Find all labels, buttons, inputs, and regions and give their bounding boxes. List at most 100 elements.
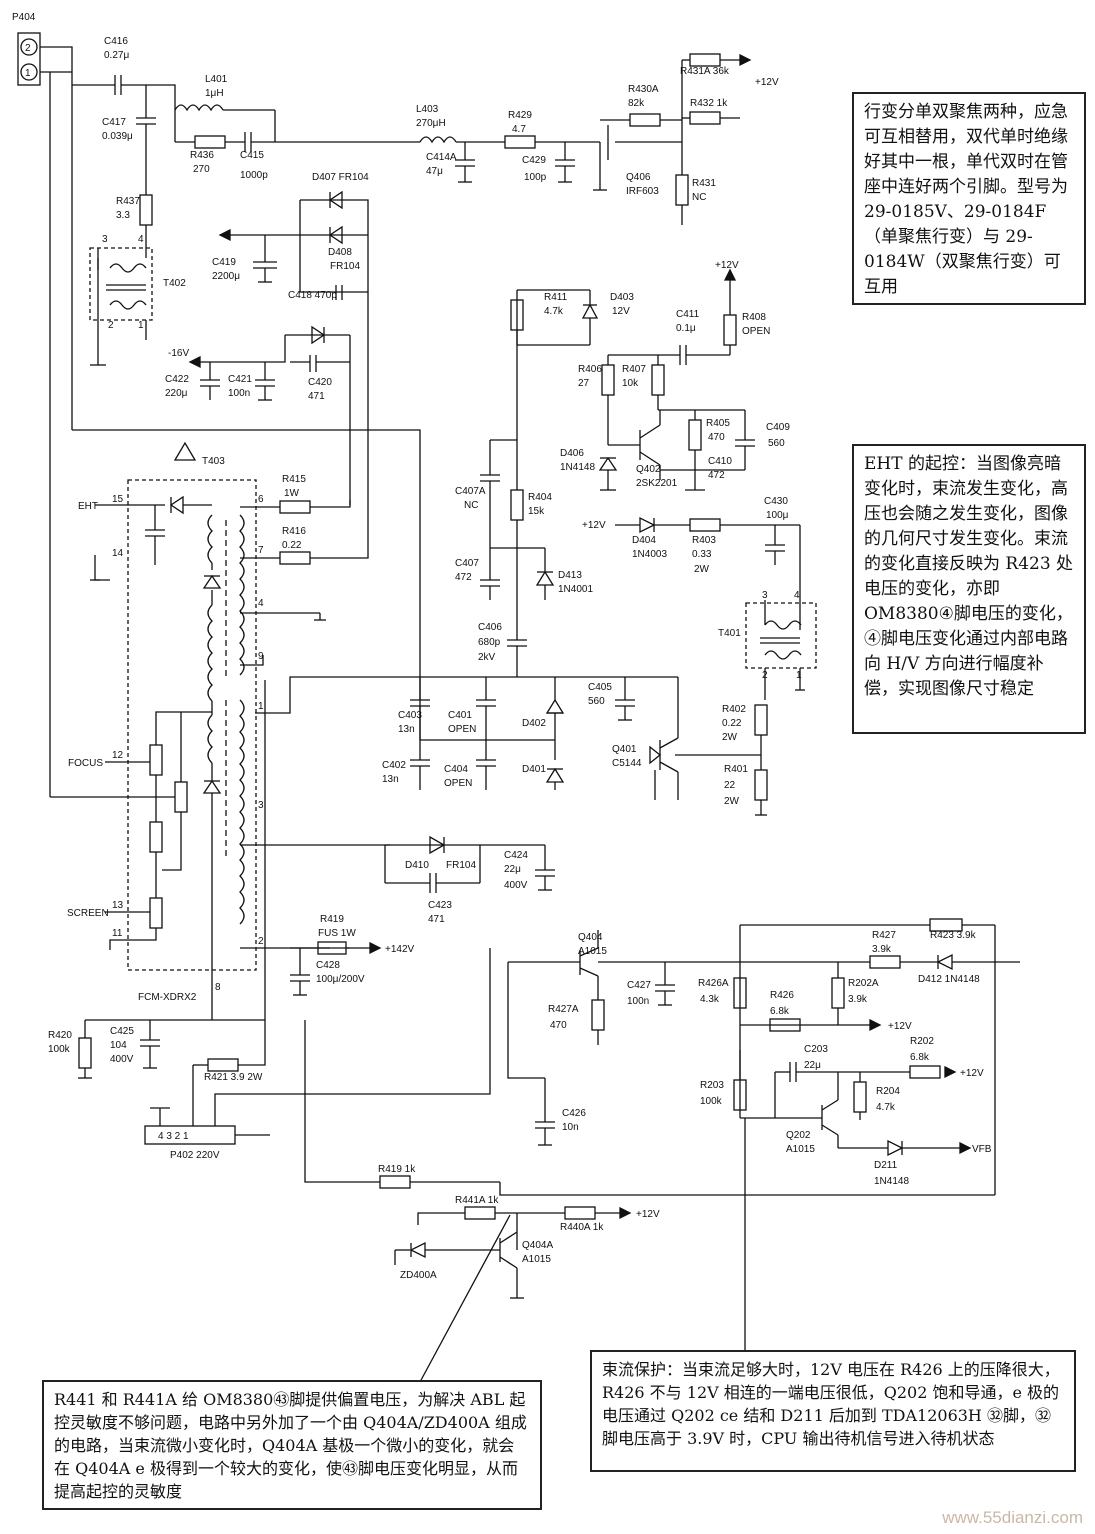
- label-c407av: NC: [464, 500, 478, 511]
- label-r440a: R440A 1k: [560, 1222, 604, 1233]
- label-p2: 2: [258, 936, 264, 947]
- label-c406v: 680p: [478, 637, 501, 648]
- label-c417: C417: [102, 117, 126, 128]
- label-r402: R402: [722, 704, 746, 715]
- label-d211v: 1N4148: [874, 1176, 909, 1187]
- label-p12e: +12V: [960, 1068, 984, 1079]
- label-q402: Q402: [636, 464, 661, 475]
- damper-caps: [410, 677, 635, 790]
- label-r427: R427: [872, 930, 896, 941]
- label-r430a: R430A: [628, 84, 659, 95]
- label-r419f: R419: [320, 914, 344, 925]
- label-c409: C409: [766, 422, 790, 433]
- label-t402: T402: [163, 278, 186, 289]
- label-d408: D408: [328, 247, 352, 258]
- label-p11: 11: [112, 928, 123, 939]
- label-r415v: 1W: [284, 488, 300, 499]
- label-r405v: 470: [708, 432, 725, 443]
- label-c415: C415: [240, 150, 264, 161]
- label-fcm: FCM-XDRX2: [138, 992, 197, 1003]
- label-screen: SCREEN: [67, 908, 109, 919]
- label-c401: C401: [448, 710, 472, 721]
- label-r427v: 3.9k: [872, 944, 892, 955]
- label-r441a: R441A 1k: [455, 1195, 499, 1206]
- label-r203v: 100k: [700, 1096, 723, 1107]
- label-c405: C405: [588, 682, 612, 693]
- label-c411: C411: [676, 309, 700, 320]
- label-r426: R426: [770, 990, 794, 1001]
- label-t402_4: 4: [138, 234, 144, 245]
- label-r204v: 4.7k: [876, 1102, 896, 1113]
- label-d402: D402: [522, 718, 546, 729]
- label-r430av: 82k: [628, 98, 645, 109]
- label-p3: 3: [258, 800, 264, 811]
- note-dual-focus-flyback: 行变分单双聚焦两种，应急可互相替用，双代单时绝缘好其中一根，单代双时在管座中连好…: [852, 92, 1086, 305]
- label-t402_2: 2: [108, 320, 114, 331]
- label-c424: C424: [504, 850, 528, 861]
- label-r420: R420: [48, 1030, 72, 1041]
- label-r408v: OPEN: [742, 326, 770, 337]
- label-c430v: 100μ: [766, 510, 789, 521]
- label-c402v: 13n: [382, 774, 399, 785]
- label-p402: P402 220V: [170, 1150, 220, 1161]
- label-q404a: Q404A: [522, 1240, 553, 1251]
- component-labels: P40421C4160.27μL4011μHC4170.039μR436270C…: [12, 12, 992, 1281]
- label-r404: R404: [528, 492, 552, 503]
- label-p404: P404: [12, 12, 36, 23]
- rectifier-minus16v: [188, 325, 351, 505]
- label-p404_2: 2: [25, 43, 31, 54]
- label-r431v: NC: [692, 192, 706, 203]
- label-c420: C420: [308, 377, 332, 388]
- b-plus-supply: [264, 680, 382, 1020]
- label-r426av: 4.3k: [700, 994, 720, 1005]
- label-l403: L403: [416, 104, 439, 115]
- label-r426v: 6.8k: [770, 1006, 790, 1017]
- label-t401_3: 3: [762, 590, 768, 601]
- label-r407: R407: [622, 364, 646, 375]
- label-c429: C429: [522, 155, 546, 166]
- label-c422v: 220μ: [165, 388, 188, 399]
- label-c421: C421: [228, 374, 252, 385]
- label-q401v: C5144: [612, 758, 642, 769]
- label-c428: C428: [316, 960, 340, 971]
- label-p12a: +12V: [755, 77, 779, 88]
- label-c401v: OPEN: [448, 724, 476, 735]
- label-p12c: +12V: [582, 520, 606, 531]
- label-r411: R411: [544, 292, 568, 303]
- label-p9: 9: [258, 651, 264, 662]
- label-r402v: 0.22: [722, 718, 742, 729]
- label-eht: EHT: [78, 501, 98, 512]
- label-r407v: 10k: [622, 378, 639, 389]
- label-c414a: C414A: [426, 152, 457, 163]
- label-r403w: 2W: [694, 564, 710, 575]
- label-d406v: 1N4148: [560, 462, 595, 473]
- label-d406: D406: [560, 448, 584, 459]
- label-r411v: 4.7k: [544, 306, 564, 317]
- label-zd400a: ZD400A: [400, 1270, 437, 1281]
- label-c410: C410: [708, 456, 732, 467]
- label-c419v: 2200μ: [212, 271, 240, 282]
- label-c407v: 472: [455, 572, 472, 583]
- label-c423: C423: [428, 900, 452, 911]
- label-c427: C427: [627, 980, 651, 991]
- label-q402v: 2SK2201: [636, 478, 678, 489]
- label-c427v: 100n: [627, 996, 649, 1007]
- label-c410v: 472: [708, 470, 725, 481]
- label-c416v: 0.27μ: [104, 50, 129, 61]
- label-t401_4: 4: [794, 590, 800, 601]
- label-d410: D410: [405, 860, 429, 871]
- note-eht-control: EHT 的起控：当图像亮暗变化时，束流发生变化，高压也会随之发生变化，图像的几何…: [852, 444, 1086, 734]
- label-c406: C406: [478, 622, 502, 633]
- label-r202av: 3.9k: [848, 994, 868, 1005]
- label-r419fv: FUS 1W: [318, 928, 356, 939]
- label-focus: FOCUS: [68, 758, 103, 769]
- label-r403: R403: [692, 535, 716, 546]
- label-r431a: R431A 36k: [680, 66, 730, 77]
- label-l401: L401: [205, 74, 228, 85]
- label-r419: R419 1k: [378, 1164, 416, 1175]
- label-c407: C407: [455, 558, 479, 569]
- label-r431: R431: [692, 178, 716, 189]
- label-d413v: 1N4001: [558, 584, 593, 595]
- label-c424w: 400V: [504, 880, 528, 891]
- label-c404: C404: [444, 764, 468, 775]
